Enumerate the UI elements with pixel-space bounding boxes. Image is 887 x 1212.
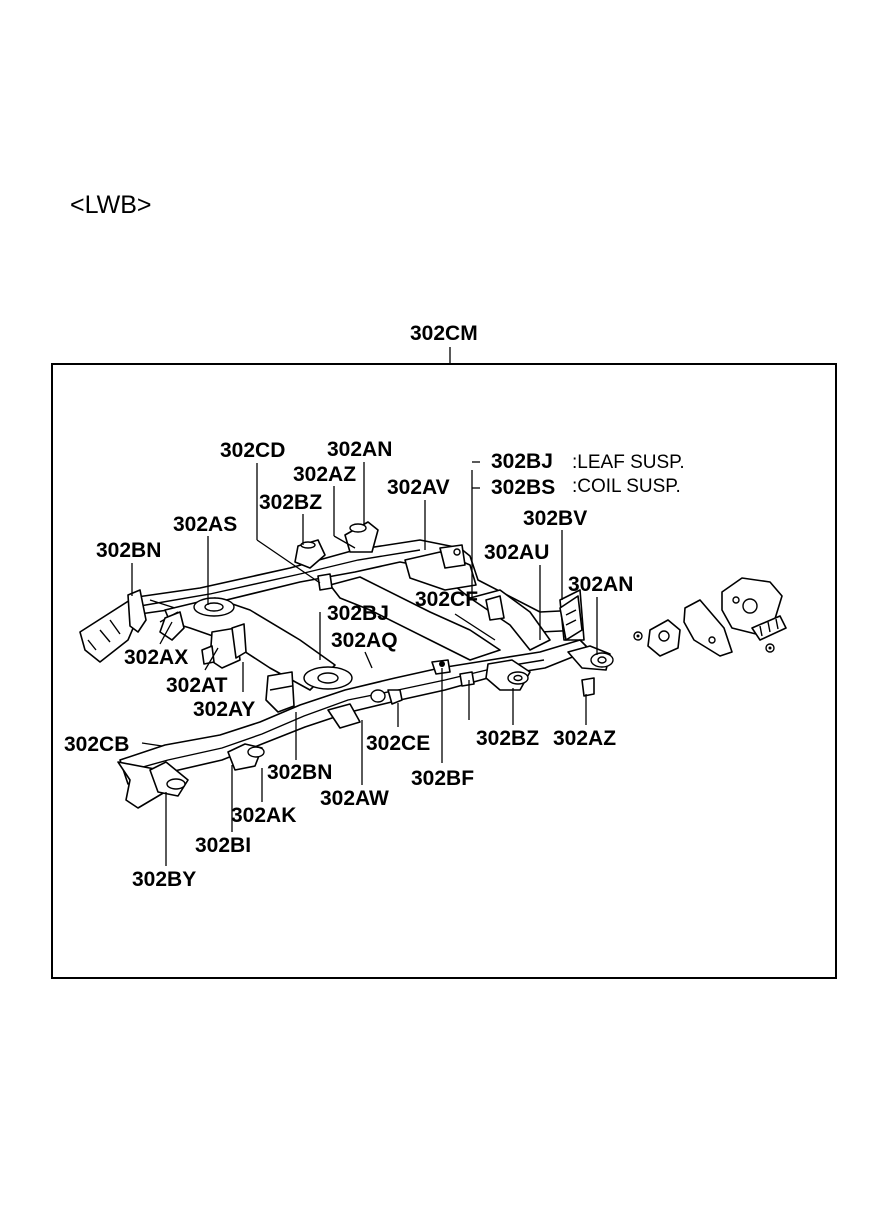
callout-302bn-left[interactable]: 302BN xyxy=(96,539,161,562)
callout-302aw[interactable]: 302AW xyxy=(320,787,389,810)
callout-302az-bottom[interactable]: 302AZ xyxy=(553,727,616,750)
callout-302as[interactable]: 302AS xyxy=(173,513,237,536)
callout-302ax[interactable]: 302AX xyxy=(124,646,188,669)
callout-302bi[interactable]: 302BI xyxy=(195,834,251,857)
callout-302ay[interactable]: 302AY xyxy=(193,698,255,721)
callout-302au[interactable]: 302AU xyxy=(484,541,549,564)
note-coil-susp: :COIL SUSP. xyxy=(572,476,681,497)
callout-302by[interactable]: 302BY xyxy=(132,868,196,891)
callout-302an-right[interactable]: 302AN xyxy=(568,573,633,596)
callout-302ce[interactable]: 302CE xyxy=(366,732,430,755)
variant-title: <LWB> xyxy=(70,191,152,219)
callout-302cd[interactable]: 302CD xyxy=(220,439,285,462)
callout-302an-top[interactable]: 302AN xyxy=(327,438,392,461)
callout-302bz-top[interactable]: 302BZ xyxy=(259,491,322,514)
callout-302bj-top[interactable]: 302BJ xyxy=(491,450,553,473)
callout-302av[interactable]: 302AV xyxy=(387,476,450,499)
assembly-frame-box xyxy=(51,363,837,979)
note-leaf-susp: :LEAF SUSP. xyxy=(572,452,685,473)
callout-302az-top[interactable]: 302AZ xyxy=(293,463,356,486)
callout-302bj-mid[interactable]: 302BJ xyxy=(327,602,389,625)
callout-302at[interactable]: 302AT xyxy=(166,674,228,697)
callout-302bv[interactable]: 302BV xyxy=(523,507,587,530)
callout-302bf[interactable]: 302BF xyxy=(411,767,474,790)
leader-lines xyxy=(131,461,598,866)
callout-302aq[interactable]: 302AQ xyxy=(331,629,398,652)
callout-302bz-bottom[interactable]: 302BZ xyxy=(476,727,539,750)
callout-302cb[interactable]: 302CB xyxy=(64,733,129,756)
callout-302ak[interactable]: 302AK xyxy=(231,804,296,827)
callout-labels: 302CD 302AN 302AZ 302BZ 302AV 302BJ :LEA… xyxy=(64,438,685,891)
callout-302bs[interactable]: 302BS xyxy=(491,476,555,499)
callout-302cm[interactable]: 302CM xyxy=(410,322,478,345)
callout-302bn-bottom[interactable]: 302BN xyxy=(267,761,332,784)
frame-drawing xyxy=(79,521,787,809)
callout-302cf[interactable]: 302CF xyxy=(415,588,478,611)
